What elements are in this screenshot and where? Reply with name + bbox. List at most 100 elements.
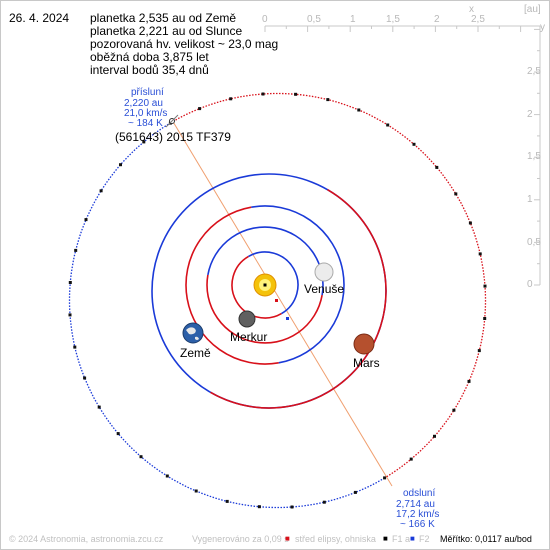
axis-y-tick: 2,5 — [527, 66, 541, 77]
asteroid-orbit-red — [170, 92, 487, 479]
axis-y-tick: 1,5 — [527, 151, 541, 162]
earth-label: Země — [180, 346, 211, 360]
axis-x-tick: 0,5 — [307, 14, 321, 25]
perihelion-speed: 21,0 km/s — [124, 108, 168, 119]
axis-x-tick: 2 — [434, 14, 440, 25]
earth-orbit-red — [185, 206, 279, 365]
orbit-point — [294, 92, 298, 96]
orbit-point — [478, 252, 482, 256]
orbit-point — [165, 474, 169, 478]
orbit-point — [261, 92, 265, 96]
earth-clouds — [186, 327, 199, 340]
copyright: © 2024 Astronomia, astronomia.zcu.cz — [9, 534, 164, 544]
mercury-label: Merkur — [230, 330, 268, 344]
perihelion-distance: 2,220 au — [124, 98, 163, 109]
mercury-orbit-blue — [248, 251, 299, 315]
orbit-point — [84, 218, 88, 222]
orbit-point — [383, 476, 387, 480]
axis-x-label: x — [469, 4, 474, 15]
orbit-point — [454, 192, 458, 196]
asteroid-pointer — [165, 114, 179, 128]
axis-y-tick: 0 — [527, 279, 533, 290]
orbit-point — [83, 376, 87, 380]
sun-distance: planetka 2,221 au od Slunce — [90, 24, 243, 38]
orbit-point — [386, 123, 390, 127]
orbit-point — [290, 505, 294, 509]
magnitude: pozorovaná hv. velikost ~ 23,0 mag — [90, 37, 279, 51]
aphelion-temperature: ~ 166 K — [400, 519, 435, 530]
orbit-point — [139, 455, 143, 459]
point-interval: interval bodů 35,4 dnů — [90, 63, 209, 77]
orbit-point — [326, 98, 330, 102]
asteroid-orbit-blue — [68, 122, 385, 509]
ellipse-center — [275, 299, 278, 302]
axis-unit: [au] — [524, 4, 541, 15]
center-marker: ■ — [285, 534, 290, 543]
apsis-line — [171, 119, 393, 487]
axis-x-tick: 1,5 — [386, 14, 400, 25]
orbit-point — [119, 163, 122, 167]
earth-orbit-blue — [251, 205, 345, 364]
orbit-point — [229, 97, 233, 101]
mars-icon — [353, 333, 375, 355]
legend-center: střed elipsy, ohniska — [295, 534, 376, 544]
perihelion-temperature: ~ 184 K — [128, 118, 163, 129]
mars-orbit-red — [210, 188, 387, 409]
orbit-point — [142, 140, 146, 144]
aphelion-label: odsluní — [403, 488, 436, 499]
orbit-point — [322, 500, 326, 504]
orbit-point — [73, 345, 77, 349]
axis-y-tick: 0,5 — [527, 237, 541, 248]
orbital-period: oběžná doba 3,875 let — [90, 50, 209, 64]
focus1-marker: ■ — [383, 534, 388, 543]
orbit-point — [353, 490, 357, 494]
orbit-point — [467, 379, 471, 383]
axis-y-label: y — [540, 22, 545, 33]
orbit-point — [452, 408, 456, 412]
aphelion-speed: 17,2 km/s — [396, 509, 440, 520]
orbit-point — [99, 189, 103, 193]
focus2-marker: ■ — [410, 534, 415, 543]
axis-y-tick: 2 — [527, 109, 533, 120]
date-label: 26. 4. 2024 — [9, 11, 70, 25]
orbit-point — [433, 434, 436, 438]
orbit-point — [477, 349, 481, 353]
axis-x-tick: 0 — [262, 14, 268, 25]
axis-x-tick: 2,5 — [471, 14, 485, 25]
scale-label: Měřítko: 0,0117 au/bod — [440, 534, 532, 544]
venus-orbit-red — [206, 274, 323, 344]
orbit-point — [97, 405, 101, 409]
aphelion-distance: 2,714 au — [396, 499, 435, 510]
axis-x-tick: 1 — [350, 14, 356, 25]
mercury-orbit-red — [231, 255, 282, 319]
orbit-point — [357, 108, 361, 112]
orbit-point — [468, 221, 472, 225]
orbit-point — [68, 313, 72, 317]
render-time: Vygenerováno za 0,09 s — [192, 534, 289, 544]
focus-f2 — [286, 317, 289, 320]
orbit-point — [435, 165, 439, 169]
orbit-point — [194, 489, 198, 493]
orbit-point — [483, 284, 487, 288]
orbit-point — [257, 505, 261, 509]
orbit-point — [409, 457, 413, 461]
orbit-point — [198, 107, 202, 111]
mercury-icon — [238, 310, 256, 328]
earth-distance: planetka 2,535 au od Země — [90, 11, 237, 25]
orbit-point — [483, 317, 487, 320]
venus-label: Venuše — [304, 282, 345, 296]
legend-f1: F1 a — [392, 534, 411, 544]
legend-f2: F2 — [419, 534, 430, 544]
orbit-point — [74, 248, 78, 252]
orbit-point — [68, 281, 72, 284]
perihelion-label: přísluní — [131, 87, 164, 98]
orbit-point — [225, 499, 229, 503]
focus-f1 — [263, 283, 267, 287]
axis-y-tick: 1 — [527, 194, 533, 205]
mars-label: Mars — [353, 356, 380, 370]
orbit-point — [116, 432, 120, 436]
orbit-point — [412, 142, 416, 146]
asteroid-name: (561643) 2015 TF379 — [115, 130, 231, 144]
venus-icon — [314, 262, 334, 282]
